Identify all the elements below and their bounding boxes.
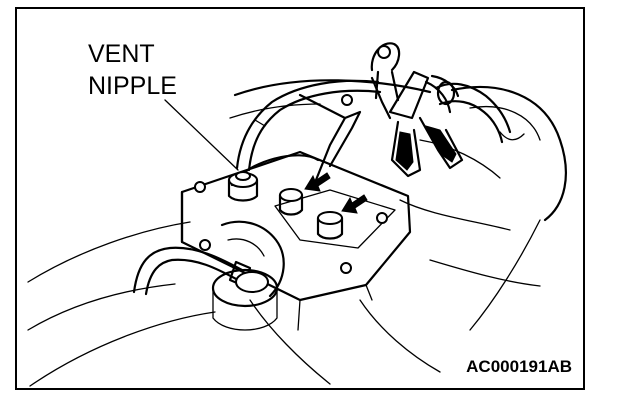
figure-code: AC000191AB <box>466 357 572 376</box>
plug-cap-left <box>278 188 304 216</box>
callout-label-line1: VENT <box>88 40 155 68</box>
engine-background-outline <box>27 79 567 387</box>
hose-clamp <box>370 42 401 120</box>
bleeder-hose <box>235 79 382 172</box>
mounting-bolts <box>194 94 388 274</box>
vent-nipple <box>227 171 259 202</box>
mounting-bracket <box>298 93 362 182</box>
plug-cap-right <box>316 211 344 240</box>
arrow-icon <box>304 172 331 192</box>
diagram-frame <box>15 7 585 390</box>
hydraulic-unit-body <box>180 150 412 331</box>
arrow-icon <box>341 194 368 214</box>
hose-pliers <box>388 70 464 178</box>
large-hose <box>434 80 525 144</box>
port-fitting <box>211 268 279 331</box>
callout-leader-line <box>164 99 239 171</box>
callout-label-line2: NIPPLE <box>88 72 177 100</box>
